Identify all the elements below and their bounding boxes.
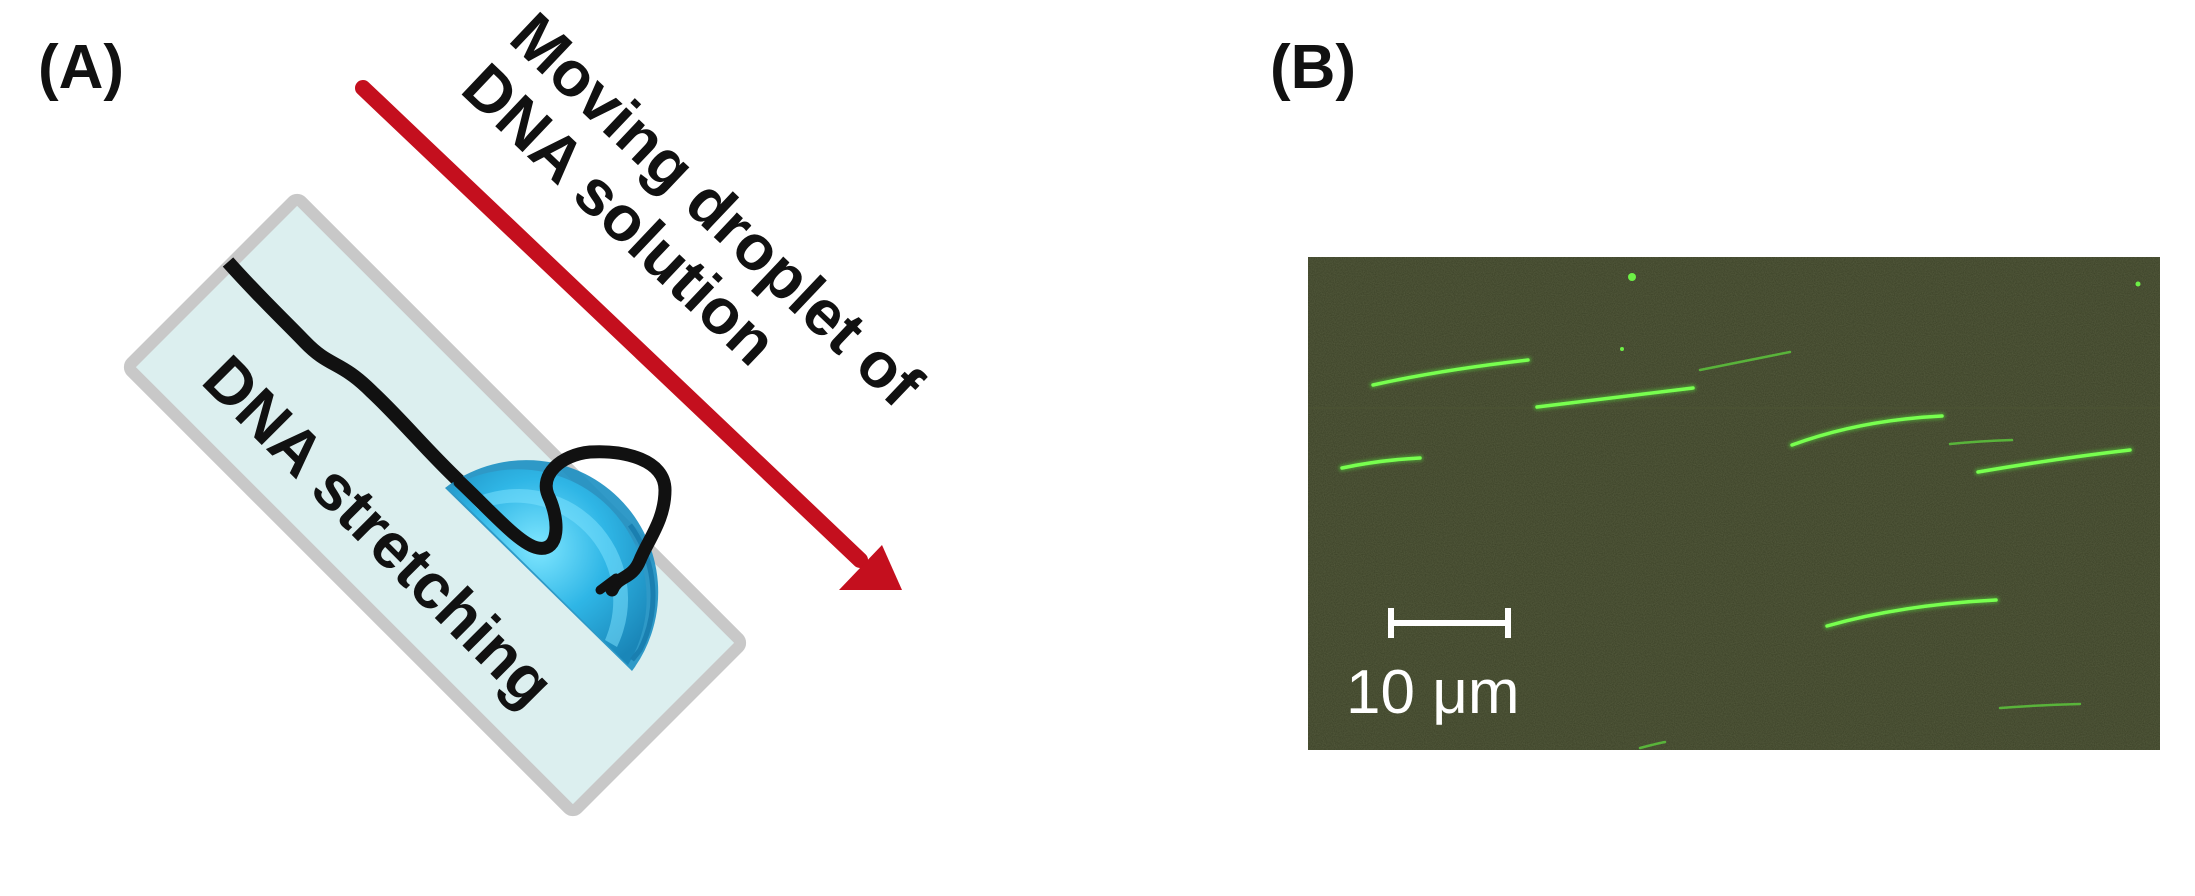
stretched-dna-molecules <box>1338 273 2141 750</box>
dna-molecule <box>1698 350 1792 372</box>
dna-fragment <box>1620 347 1624 351</box>
dna-fragment <box>1628 273 1636 281</box>
dna-fragment <box>2135 281 2141 287</box>
dna-molecule <box>1340 456 1422 470</box>
glass-slide <box>123 193 747 817</box>
scale-bar <box>1388 608 1511 638</box>
droplet-direction-arrow <box>355 80 902 590</box>
scale-bar-label: 10 μm <box>1346 658 1520 727</box>
fluorescence-micrograph: 10 μm <box>1308 257 2160 750</box>
dna-molecule <box>1371 358 1530 387</box>
panel-b-label: (B) <box>1270 33 1356 102</box>
dna-molecule <box>1535 386 1695 409</box>
stretched-dna-strand <box>222 257 465 488</box>
dna-molecule <box>1825 598 1998 628</box>
dna-molecule <box>1998 702 2082 710</box>
coiled-dna-strand <box>453 445 672 597</box>
dna-molecule <box>1638 740 1667 750</box>
dna-molecule <box>1976 448 2132 474</box>
panel-a-label: (A) <box>38 33 124 102</box>
panel-a: (A) Moving droplet of DNA solution <box>38 0 937 817</box>
dna-molecule <box>1948 438 2014 446</box>
arrow-text-line1: Moving droplet of <box>497 0 936 421</box>
panel-b: (B) <box>1270 33 2160 750</box>
dna-molecule <box>1790 414 1944 447</box>
